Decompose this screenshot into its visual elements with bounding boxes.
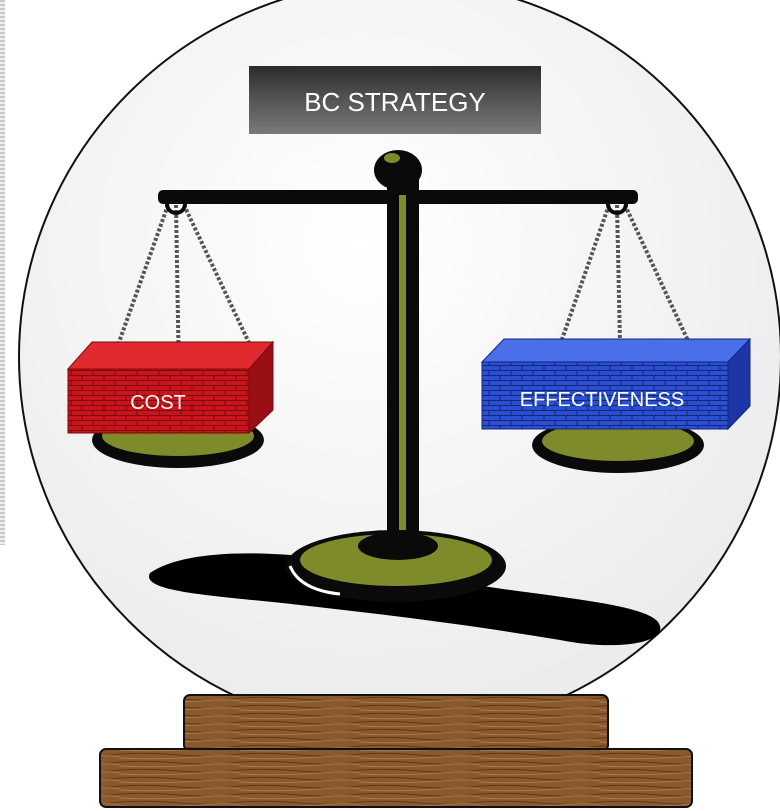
scale-pillar: [374, 150, 422, 550]
scale-base: [286, 530, 506, 602]
cost-label: COST: [130, 392, 186, 414]
right-pan: [532, 417, 704, 473]
wooden-stand: [99, 694, 693, 808]
effectiveness-label: EFFECTIVENESS: [520, 389, 684, 411]
effectiveness-block: EFFECTIVENESS: [480, 337, 752, 431]
title-text: BC STRATEGY: [304, 87, 486, 117]
cost-block: COST: [66, 340, 275, 435]
slide-edge-strip: [0, 0, 5, 545]
title-box: BC STRATEGY: [249, 66, 541, 134]
